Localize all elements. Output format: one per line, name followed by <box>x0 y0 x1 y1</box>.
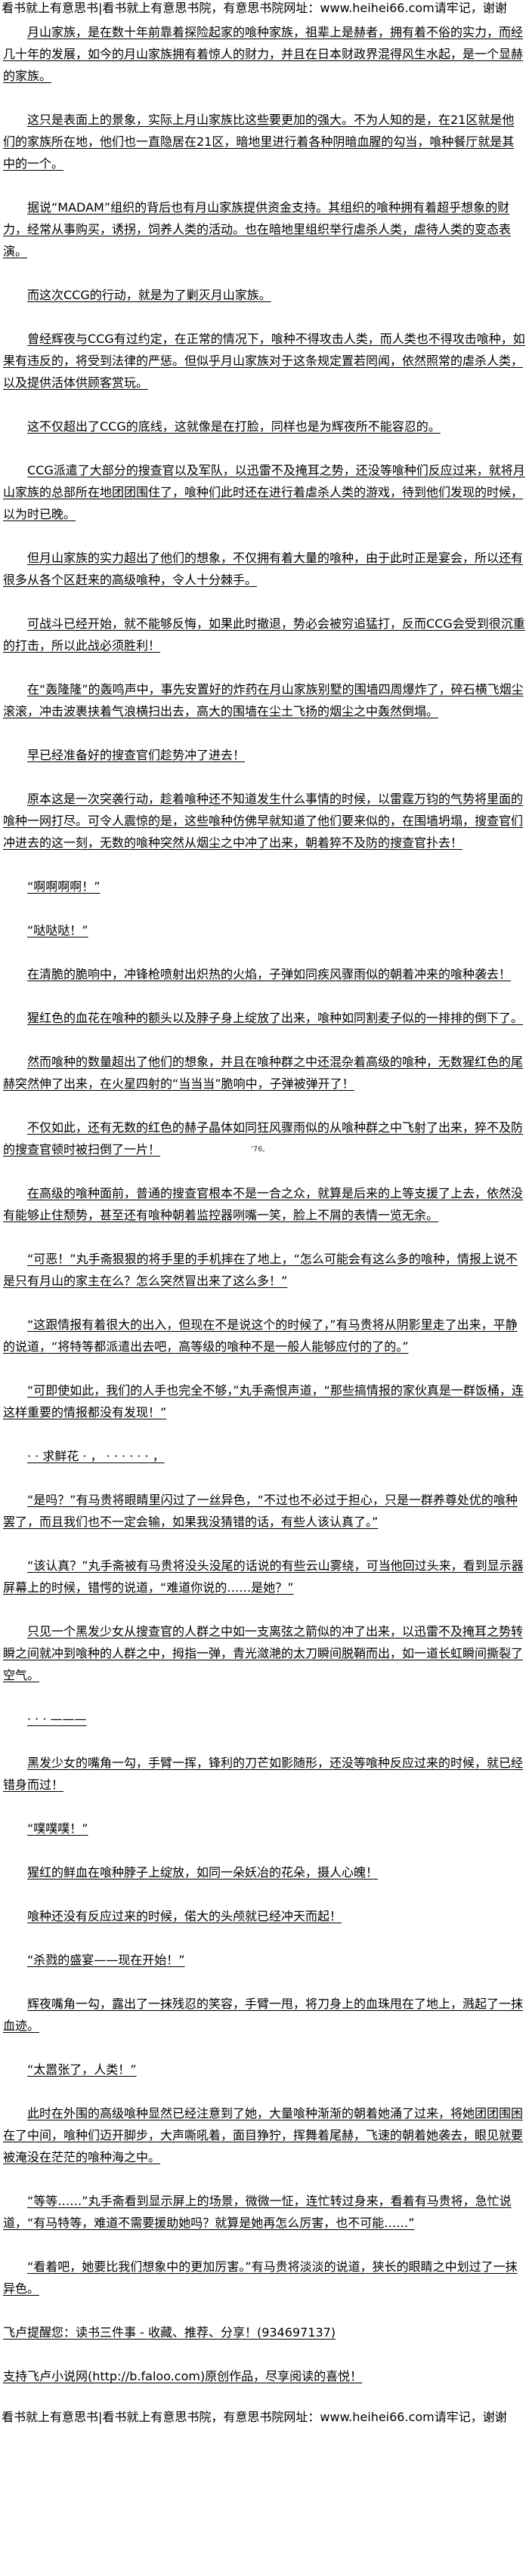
paragraph-text: 辉夜嘴角一勾，露出了一抹残忍的笑容，手臂一甩，将刀身上的血珠甩在了地上，溅起了一… <box>3 1997 524 2033</box>
paragraph-text: “哒哒哒！” <box>27 923 88 937</box>
story-paragraph: 不仅如此，还有无数的红色的赫子晶体如同狂风骤雨似的从喰种群之中飞射了出来，猝不及… <box>3 1117 526 1160</box>
paragraph-text: 黑发少女的嘴角一勾，手臂一挥，锋利的刀芒如影随形，还没等喰种反应过来的时候，就已… <box>3 1756 524 1792</box>
site-banner-top: 看书就上有意思书|看书就上有意思书院，有意思书院网址：www.heihei66.… <box>2 1 507 15</box>
story-paragraph: “噗噗噗！” <box>3 1818 526 1839</box>
paragraph-text: “噗噗噗！” <box>27 1821 88 1836</box>
story-paragraph: · · · ——— <box>3 1708 526 1730</box>
story-paragraph: 在清脆的脆响中，冲锋枪喷射出炽热的火焰，子弹如同疾风骤雨似的朝着冲来的喰种袭去！ <box>3 963 526 985</box>
story-paragraph: 早已经准备好的搜查官们趁势冲了进去！ <box>3 744 526 766</box>
story-paragraph: 但月山家族的实力超出了他们的想象，不仅拥有着大量的喰种，由于此时正是宴会，所以还… <box>3 547 526 591</box>
story-paragraph: 然而喰种的数量超出了他们的想象，并且在喰种群之中还混杂着高级的喰种，无数猩红色的… <box>3 1051 526 1095</box>
paragraph-text: “啊啊啊啊！” <box>27 879 101 894</box>
paragraph-text: “杀戮的盛宴——现在开始！” <box>27 1953 185 1967</box>
story-paragraph: “该认真？”丸手斋被有马贵将没头没尾的话说的有些云山雾绕，可当他回过头来，看到显… <box>3 1555 526 1598</box>
paragraph-text: 曾经辉夜与CCG有过约定，在正常的情况下，喰种不得攻击人类，而人类也不得攻击喰种… <box>3 332 525 390</box>
paragraph-text: 早已经准备好的搜查官们趁势冲了进去！ <box>27 748 246 762</box>
paragraph-text: 猩红的鲜血在喰种脖子上绽放，如同一朵妖冶的花朵，摄人心魄！ <box>27 1865 379 1879</box>
paragraph-text: 然而喰种的数量超出了他们的想象，并且在喰种群之中还混杂着高级的喰种，无数猩红色的… <box>3 1055 524 1091</box>
scan-artifact-mark: '76, <box>251 1145 265 1154</box>
paragraph-text: 只见一个黑发少女从搜查官的人群之中如一支离弦之箭似的冲了出来，以迅雷不及掩耳之势… <box>3 1624 524 1682</box>
paragraph-text: “看着吧，她要比我们想象中的更加厉害。”有马贵将淡淡的说道，狭长的眼睛之中划过了… <box>3 2259 518 2296</box>
story-paragraph: 只见一个黑发少女从搜查官的人群之中如一支离弦之箭似的冲了出来，以迅雷不及掩耳之势… <box>3 1620 526 1686</box>
story-paragraph: “可即使如此，我们的人手也完全不够，”丸手斋恨声道，“那些搞情报的家伙真是一群饭… <box>3 1379 526 1423</box>
paragraph-text: “这跟情报有着很大的出入，但现在不是说这个的时候了，”有马贵将从阴影里走了出来，… <box>3 1317 518 1354</box>
paragraph-text: 这只是表面上的景象，实际上月山家族比这些要更加的强大。不为人知的是，在21区就是… <box>3 113 515 171</box>
story-paragraph: “啊啊啊啊！” <box>3 876 526 897</box>
paragraph-text: 而这次CCG的行动，就是为了剿灭月山家族。 <box>27 288 271 302</box>
paragraph-text: CCG派遣了大部分的搜查官以及军队，以迅雷不及掩耳之势，还没等喰种们反应过来，就… <box>3 463 525 521</box>
story-paragraph: “可恶！”丸手斋狠狠的将手里的手机摔在了地上，“怎么可能会有这么多的喰种，情报上… <box>3 1248 526 1292</box>
story-paragraph: 据说“MADAM”组织的背后也有月山家族提供资金支持。其组织的喰种拥有着超乎想象… <box>3 196 526 262</box>
story-paragraph: · · 求鲜花 · ， · · · · · · ， <box>3 1445 526 1467</box>
paragraph-text: 喰种还没有反应过来的时候，偌大的头颅就已经冲天而起！ <box>27 1909 342 1923</box>
paragraph-text: 在“轰隆隆”的轰鸣声中，事先安置好的炸药在月山家族别墅的围墙四周爆炸了，碎石横飞… <box>3 682 524 718</box>
paragraph-text: “是吗？”有马贵将眼睛里闪过了一丝异色，“不过也不必过于担心，只是一群养尊处优的… <box>3 1493 518 1529</box>
paragraph-text: 此时在外围的高级喰种显然已经注意到了她，大量喰种渐渐的朝着她涌了过来，将她团团围… <box>3 2106 524 2164</box>
story-paragraph: “太嚣张了，人类！” <box>3 2059 526 2080</box>
site-banner-bottom: 看书就上有意思书|看书就上有意思书院，有意思书院网址：www.heihei66.… <box>2 2410 507 2424</box>
paragraph-text: “等等……”丸手斋看到显示屏上的场景，微微一怔，连忙转过身来，看着有马贵将，急忙… <box>3 2194 512 2230</box>
paragraph-text: 可战斗已经开始，就不能够反悔，如果此时撤退，势必会被穷追猛打，反而CCG会受到很… <box>3 616 525 653</box>
paragraph-text: 不仅如此，还有无数的红色的赫子晶体如同狂风骤雨似的从喰种群之中飞射了出来，猝不及… <box>3 1120 524 1157</box>
paragraph-text: 这不仅超出了CCG的底线，这就像是在打脸，同样也是为辉夜所不能容忍的。 <box>27 419 441 434</box>
paragraph-text: 在清脆的脆响中，冲锋枪喷射出炽热的火焰，子弹如同疾风骤雨似的朝着冲来的喰种袭去！ <box>27 967 512 981</box>
story-paragraph: “这跟情报有着很大的出入，但现在不是说这个的时候了，”有马贵将从阴影里走了出来，… <box>3 1314 526 1357</box>
story-paragraph: 而这次CCG的行动，就是为了剿灭月山家族。 <box>3 284 526 306</box>
story-paragraph: 月山家族，是在数十年前靠着探险起家的喰种家族，祖辈上是赫者，拥有着不俗的实力，而… <box>3 21 526 87</box>
story-paragraph: “是吗？”有马贵将眼睛里闪过了一丝异色，“不过也不必过于担心，只是一群养尊处优的… <box>3 1489 526 1533</box>
paragraph-text: · · 求鲜花 · ， · · · · · · ， <box>27 1449 165 1463</box>
paragraph-text: 在高级的喰种面前，普通的搜查官根本不是一合之众，就算是后来的上等支援了上去，依然… <box>3 1186 524 1222</box>
paragraph-text: 但月山家族的实力超出了他们的想象，不仅拥有着大量的喰种，由于此时正是宴会，所以还… <box>3 551 524 587</box>
story-paragraph: 此时在外围的高级喰种显然已经注意到了她，大量喰种渐渐的朝着她涌了过来，将她团团围… <box>3 2102 526 2168</box>
notice-text: 支持飞卢小说网(http://b.faloo.com)原创作品，尽享阅读的喜悦！ <box>3 2369 363 2383</box>
story-paragraph: “杀戮的盛宴——现在开始！” <box>3 1949 526 1971</box>
paragraph-text: 原本这是一次突袭行动，趁着喰种还不知道发生什么事情的时候，以雷霆万钧的气势将里面… <box>3 792 524 850</box>
story-paragraph: 喰种还没有反应过来的时候，偌大的头颅就已经冲天而起！ <box>3 1905 526 1927</box>
story-paragraph: 在“轰隆隆”的轰鸣声中，事先安置好的炸药在月山家族别墅的围墙四周爆炸了，碎石横飞… <box>3 678 526 722</box>
story-paragraph: 原本这是一次突袭行动，趁着喰种还不知道发生什么事情的时候，以雷霆万钧的气势将里面… <box>3 788 526 854</box>
paragraph-text: “太嚣张了，人类！” <box>27 2062 137 2077</box>
paragraph-text: 据说“MADAM”组织的背后也有月山家族提供资金支持。其组织的喰种拥有着超乎想象… <box>3 200 512 258</box>
paragraph-text: “可即使如此，我们的人手也完全不够，”丸手斋恨声道，“那些搞情报的家伙真是一群饭… <box>3 1383 524 1419</box>
story-paragraph: 在高级的喰种面前，普通的搜查官根本不是一合之众，就算是后来的上等支援了上去，依然… <box>3 1182 526 1226</box>
story-paragraph: 这不仅超出了CCG的底线，这就像是在打脸，同样也是为辉夜所不能容忍的。 <box>3 415 526 437</box>
paragraph-text: 猩红色的血花在喰种的额头以及脖子身上绽放了出来，喰种如同割麦子似的一排排的倒下了… <box>27 1011 524 1025</box>
story-paragraph: “哒哒哒！” <box>3 919 526 941</box>
story-paragraph: 黑发少女的嘴角一勾，手臂一挥，锋利的刀芒如影随形，还没等喰种反应过来的时候，就已… <box>3 1752 526 1796</box>
chapter-content: 月山家族，是在数十年前靠着探险起家的喰种家族，祖辈上是赫者，拥有着不俗的实力，而… <box>0 17 529 2387</box>
story-paragraph: “等等……”丸手斋看到显示屏上的场景，微微一怔，连忙转过身来，看着有马贵将，急忙… <box>3 2190 526 2234</box>
site-notice: 支持飞卢小说网(http://b.faloo.com)原创作品，尽享阅读的喜悦！ <box>3 2365 526 2387</box>
paragraph-text: “可恶！”丸手斋狠狠的将手里的手机摔在了地上，“怎么可能会有这么多的喰种，情报上… <box>3 1252 518 1288</box>
story-paragraph: 这只是表面上的景象，实际上月山家族比这些要更加的强大。不为人知的是，在21区就是… <box>3 109 526 175</box>
story-paragraph: 曾经辉夜与CCG有过约定，在正常的情况下，喰种不得攻击人类，而人类也不得攻击喰种… <box>3 328 526 394</box>
story-paragraph: 可战斗已经开始，就不能够反悔，如果此时撤退，势必会被穷追猛打，反而CCG会受到很… <box>3 613 526 656</box>
paragraph-text: “该认真？”丸手斋被有马贵将没头没尾的话说的有些云山雾绕，可当他回过头来，看到显… <box>3 1558 524 1595</box>
story-paragraph: 猩红色的血花在喰种的额头以及脖子身上绽放了出来，喰种如同割麦子似的一排排的倒下了… <box>3 1007 526 1029</box>
story-paragraph: 辉夜嘴角一勾，露出了一抹残忍的笑容，手臂一甩，将刀身上的血珠甩在了地上，溅起了一… <box>3 1993 526 2037</box>
notice-text: 飞卢提醒您：读书三件事 - 收藏、推荐、分享！(934697137) <box>3 2325 336 2340</box>
paragraph-text: 月山家族，是在数十年前靠着探险起家的喰种家族，祖辈上是赫者，拥有着不俗的实力，而… <box>3 25 524 83</box>
site-notice: 飞卢提醒您：读书三件事 - 收藏、推荐、分享！(934697137) <box>3 2321 526 2343</box>
story-paragraph: “看着吧，她要比我们想象中的更加厉害。”有马贵将淡淡的说道，狭长的眼睛之中划过了… <box>3 2256 526 2300</box>
story-paragraph: 猩红的鲜血在喰种脖子上绽放，如同一朵妖冶的花朵，摄人心魄！ <box>3 1861 526 1883</box>
paragraph-text: · · · ——— <box>27 1712 87 1726</box>
story-paragraph: CCG派遣了大部分的搜查官以及军队，以迅雷不及掩耳之势，还没等喰种们反应过来，就… <box>3 459 526 525</box>
